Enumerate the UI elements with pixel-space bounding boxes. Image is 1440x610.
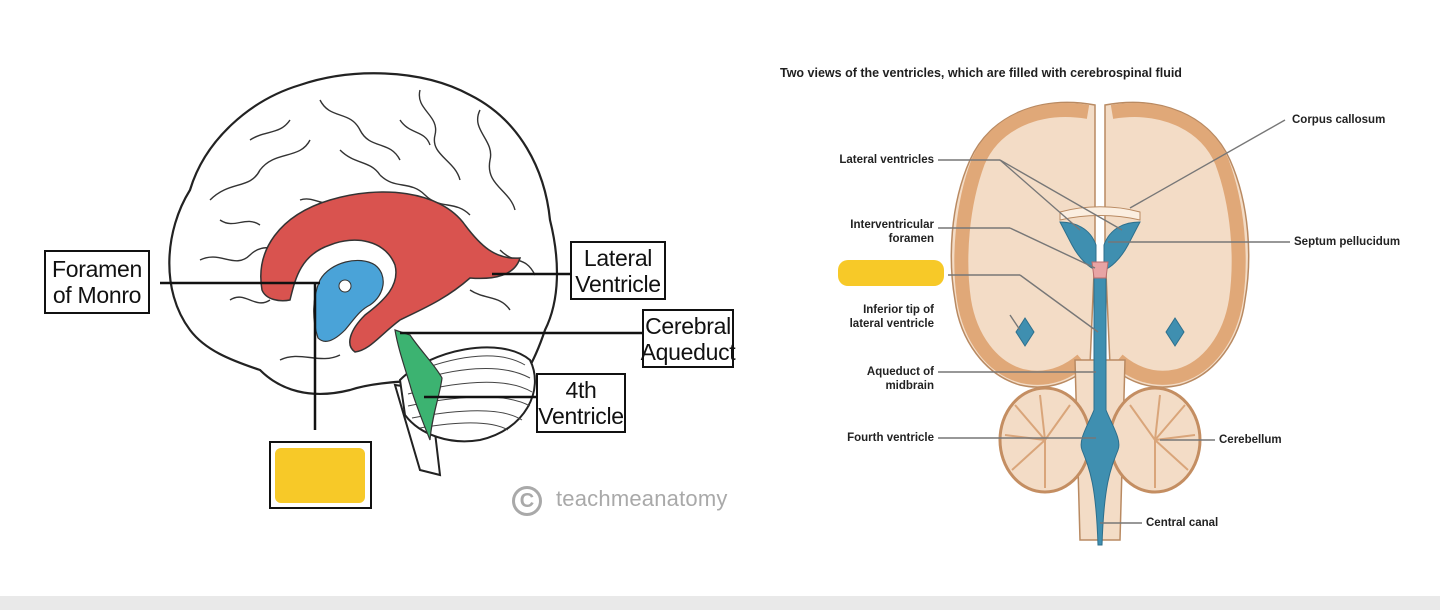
lateral-ventricles-label: Lateral ventricles — [839, 154, 934, 166]
corpus-callosum-label: Corpus callosum — [1292, 114, 1386, 126]
right-leader-lines — [938, 119, 1290, 524]
corpus-callosum-shape — [1059, 206, 1141, 221]
highlight-mark-left — [275, 448, 365, 503]
interventricular-foramen-shape — [1091, 261, 1109, 279]
sagittal-brain-diagram — [160, 72, 642, 477]
aqueduct-of-midbrain-label: Aqueduct of midbrain — [866, 366, 934, 392]
septum-pellucidum-label: Septum pellucidum — [1294, 236, 1401, 248]
watermark-text: teachmeanatomy — [556, 486, 728, 511]
highlight-mark-right — [838, 260, 944, 286]
central-canal-label: Central canal — [1146, 517, 1219, 529]
coronal-cerebellum — [998, 386, 1202, 494]
lateral-ventricle-label: Lateral Ventricle — [570, 241, 666, 300]
copyright-icon: C — [512, 486, 542, 516]
figure-caption: Two views of the ventricles, which are f… — [780, 66, 1182, 80]
cerebral-aqueduct-label: Cerebral Aqueduct — [641, 309, 736, 368]
sulci — [981, 119, 1219, 313]
bottom-strip — [0, 596, 1440, 610]
interthalamic-adhesion — [338, 279, 352, 293]
lateral-ventricle-shape — [260, 191, 522, 353]
left-leader-lines — [160, 272, 642, 430]
fourth-ventricle-label: 4th Ventricle — [536, 373, 626, 433]
cerebellum-label: Cerebellum — [1219, 434, 1282, 446]
fourth-ventricle-shape — [394, 329, 443, 441]
third-ventricle-shape — [313, 259, 384, 342]
inferior-tip-label: Inferior tip of lateral ventricle — [849, 304, 934, 330]
interventricular-foramen-label: Interventricular foramen — [850, 219, 934, 245]
fourth-ventricle-small-label: Fourth ventricle — [847, 432, 934, 444]
cortex-bands — [954, 103, 1246, 385]
coronal-ventricles — [1015, 221, 1185, 546]
foramen-of-monro-label: Foramen of Monro — [44, 250, 150, 314]
coronal-section-diagram — [938, 101, 1290, 546]
